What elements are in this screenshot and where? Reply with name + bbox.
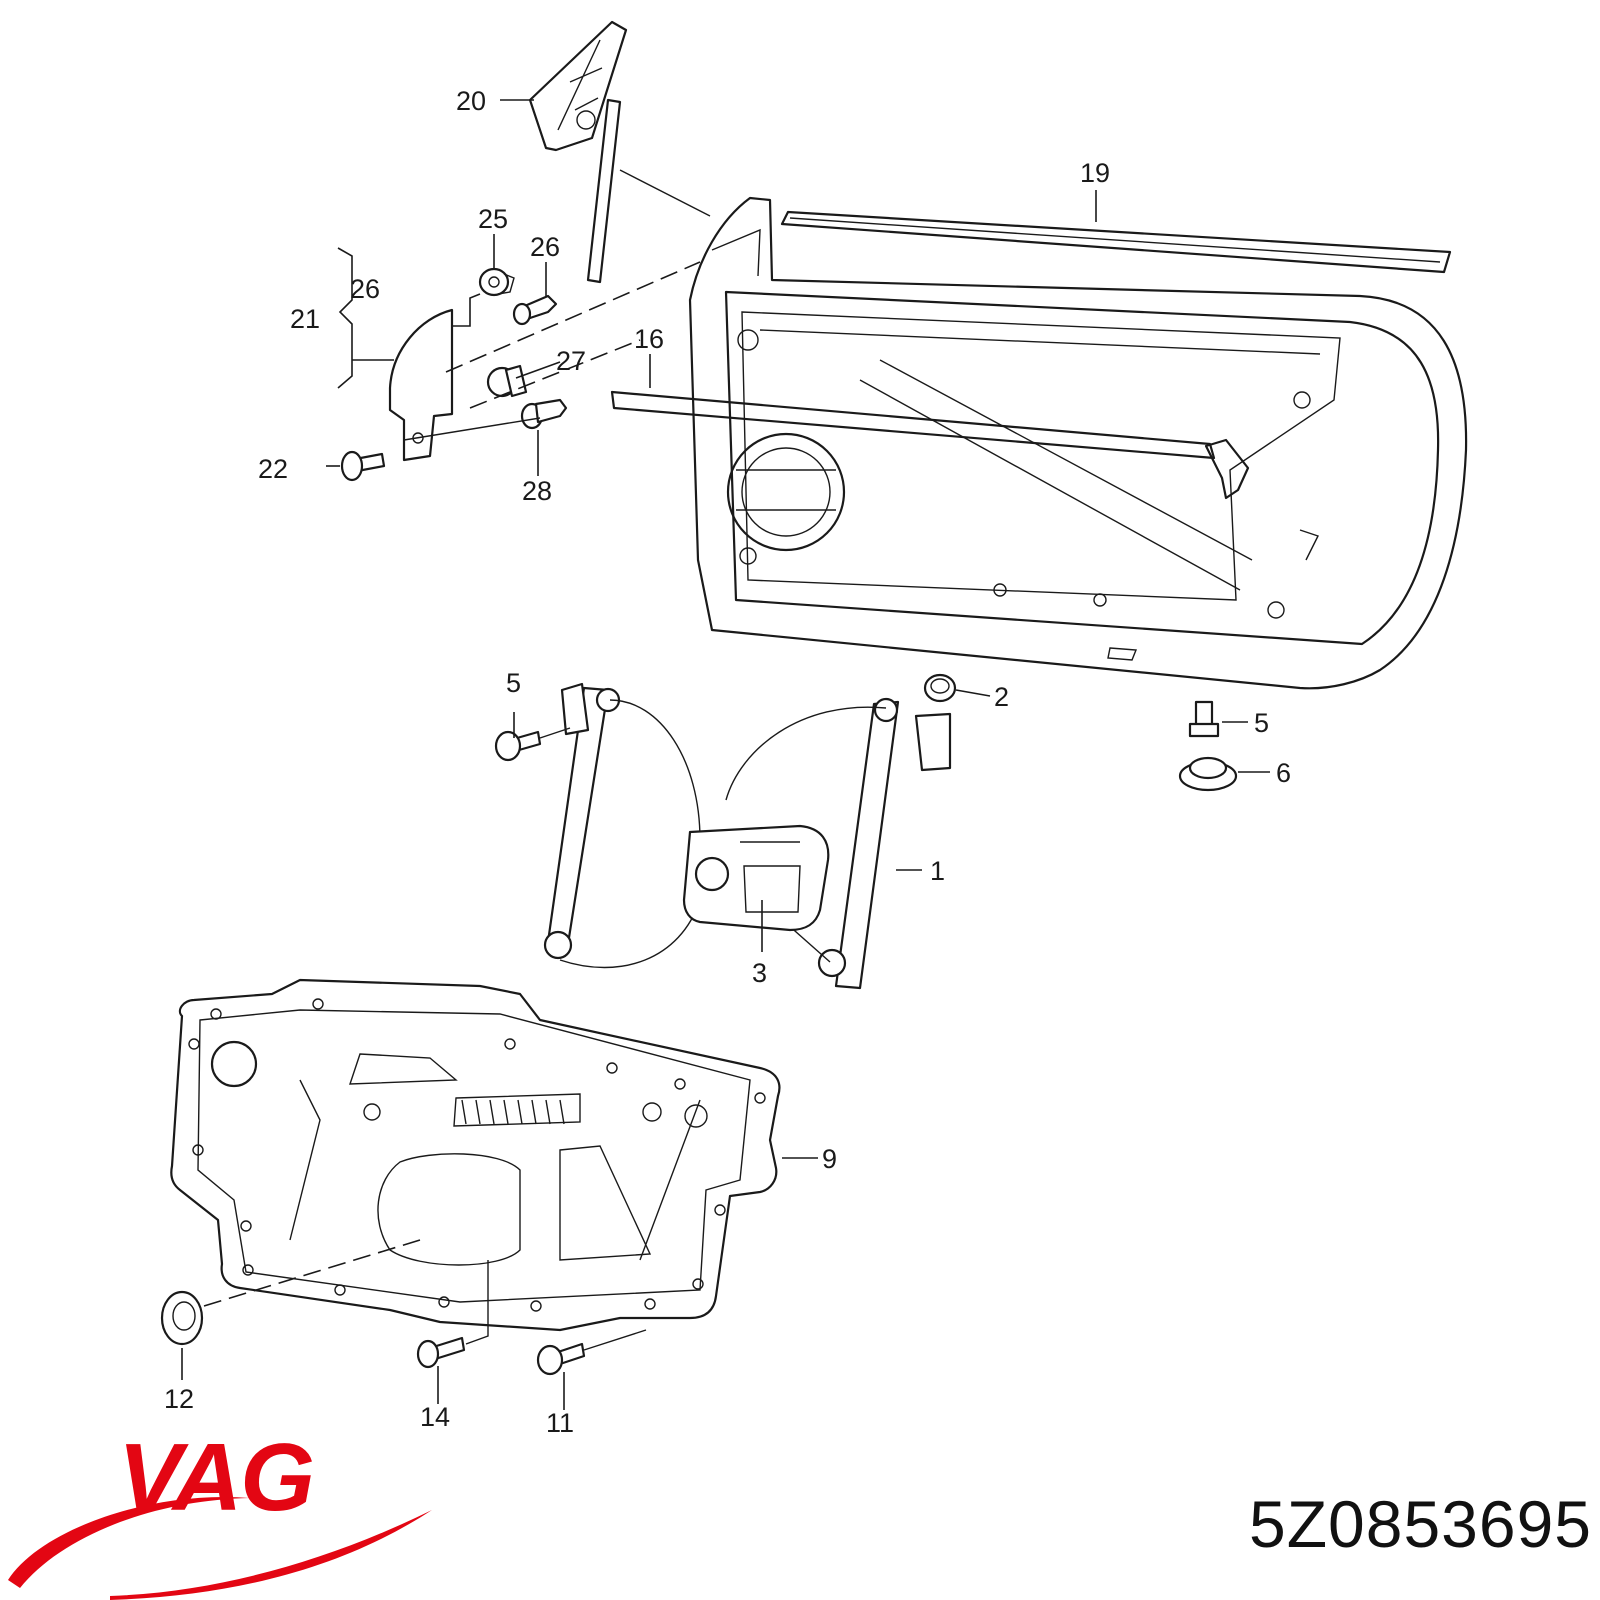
- callout-14: 14: [420, 1402, 450, 1432]
- callout-leaders: [181, 99, 1270, 1410]
- logo-text: VAG: [118, 1424, 313, 1531]
- callout-6: 6: [1276, 758, 1291, 788]
- part-carrier-plate-9: [170, 978, 781, 1332]
- part-screw-5-left: [494, 727, 571, 762]
- callout-5-left: 5: [506, 668, 521, 698]
- logo-swoosh: [8, 1496, 250, 1588]
- callout-26-top: 26: [530, 232, 560, 262]
- callout-5-right: 5: [1254, 708, 1269, 738]
- part-screw-14: [416, 1336, 466, 1369]
- callout-20: 20: [456, 86, 486, 116]
- callout-1: 1: [930, 856, 945, 886]
- part-screw-11: [536, 1342, 586, 1376]
- part-clip-27: [486, 364, 528, 398]
- callout-27: 27: [556, 346, 586, 376]
- vag-logo: VAG: [8, 1424, 432, 1600]
- part-inner-strip-16: [610, 390, 1250, 500]
- part-clip-25: [478, 267, 515, 297]
- part-window-strip-19: [780, 210, 1452, 274]
- part-clip-28: [520, 398, 568, 430]
- part-regulator-motor-3: [682, 824, 830, 932]
- callout-21: 21: [290, 304, 320, 334]
- callout-2: 2: [994, 682, 1009, 712]
- callout-3: 3: [752, 958, 767, 988]
- part-bolt-5-right: [1188, 700, 1220, 738]
- part-number: 5Z0853695: [1249, 1487, 1592, 1561]
- part-door-shell: [688, 196, 1468, 690]
- part-screw-22: [340, 450, 386, 482]
- callout-28: 28: [522, 476, 552, 506]
- callout-16: 16: [634, 324, 664, 354]
- part-clip-26: [512, 294, 558, 326]
- callout-12: 12: [164, 1384, 194, 1414]
- part-grommet-12: [160, 1290, 204, 1346]
- callout-25: 25: [478, 204, 508, 234]
- part-grommet-6: [1178, 756, 1238, 792]
- callout-11: 11: [546, 1408, 574, 1438]
- callout-19: 19: [1080, 158, 1110, 188]
- callout-26-bracket: 26: [350, 274, 380, 304]
- part-mirror-trim-20: [528, 20, 628, 284]
- callout-9: 9: [822, 1144, 837, 1174]
- callout-22: 22: [258, 454, 288, 484]
- part-cap-2: [923, 673, 957, 703]
